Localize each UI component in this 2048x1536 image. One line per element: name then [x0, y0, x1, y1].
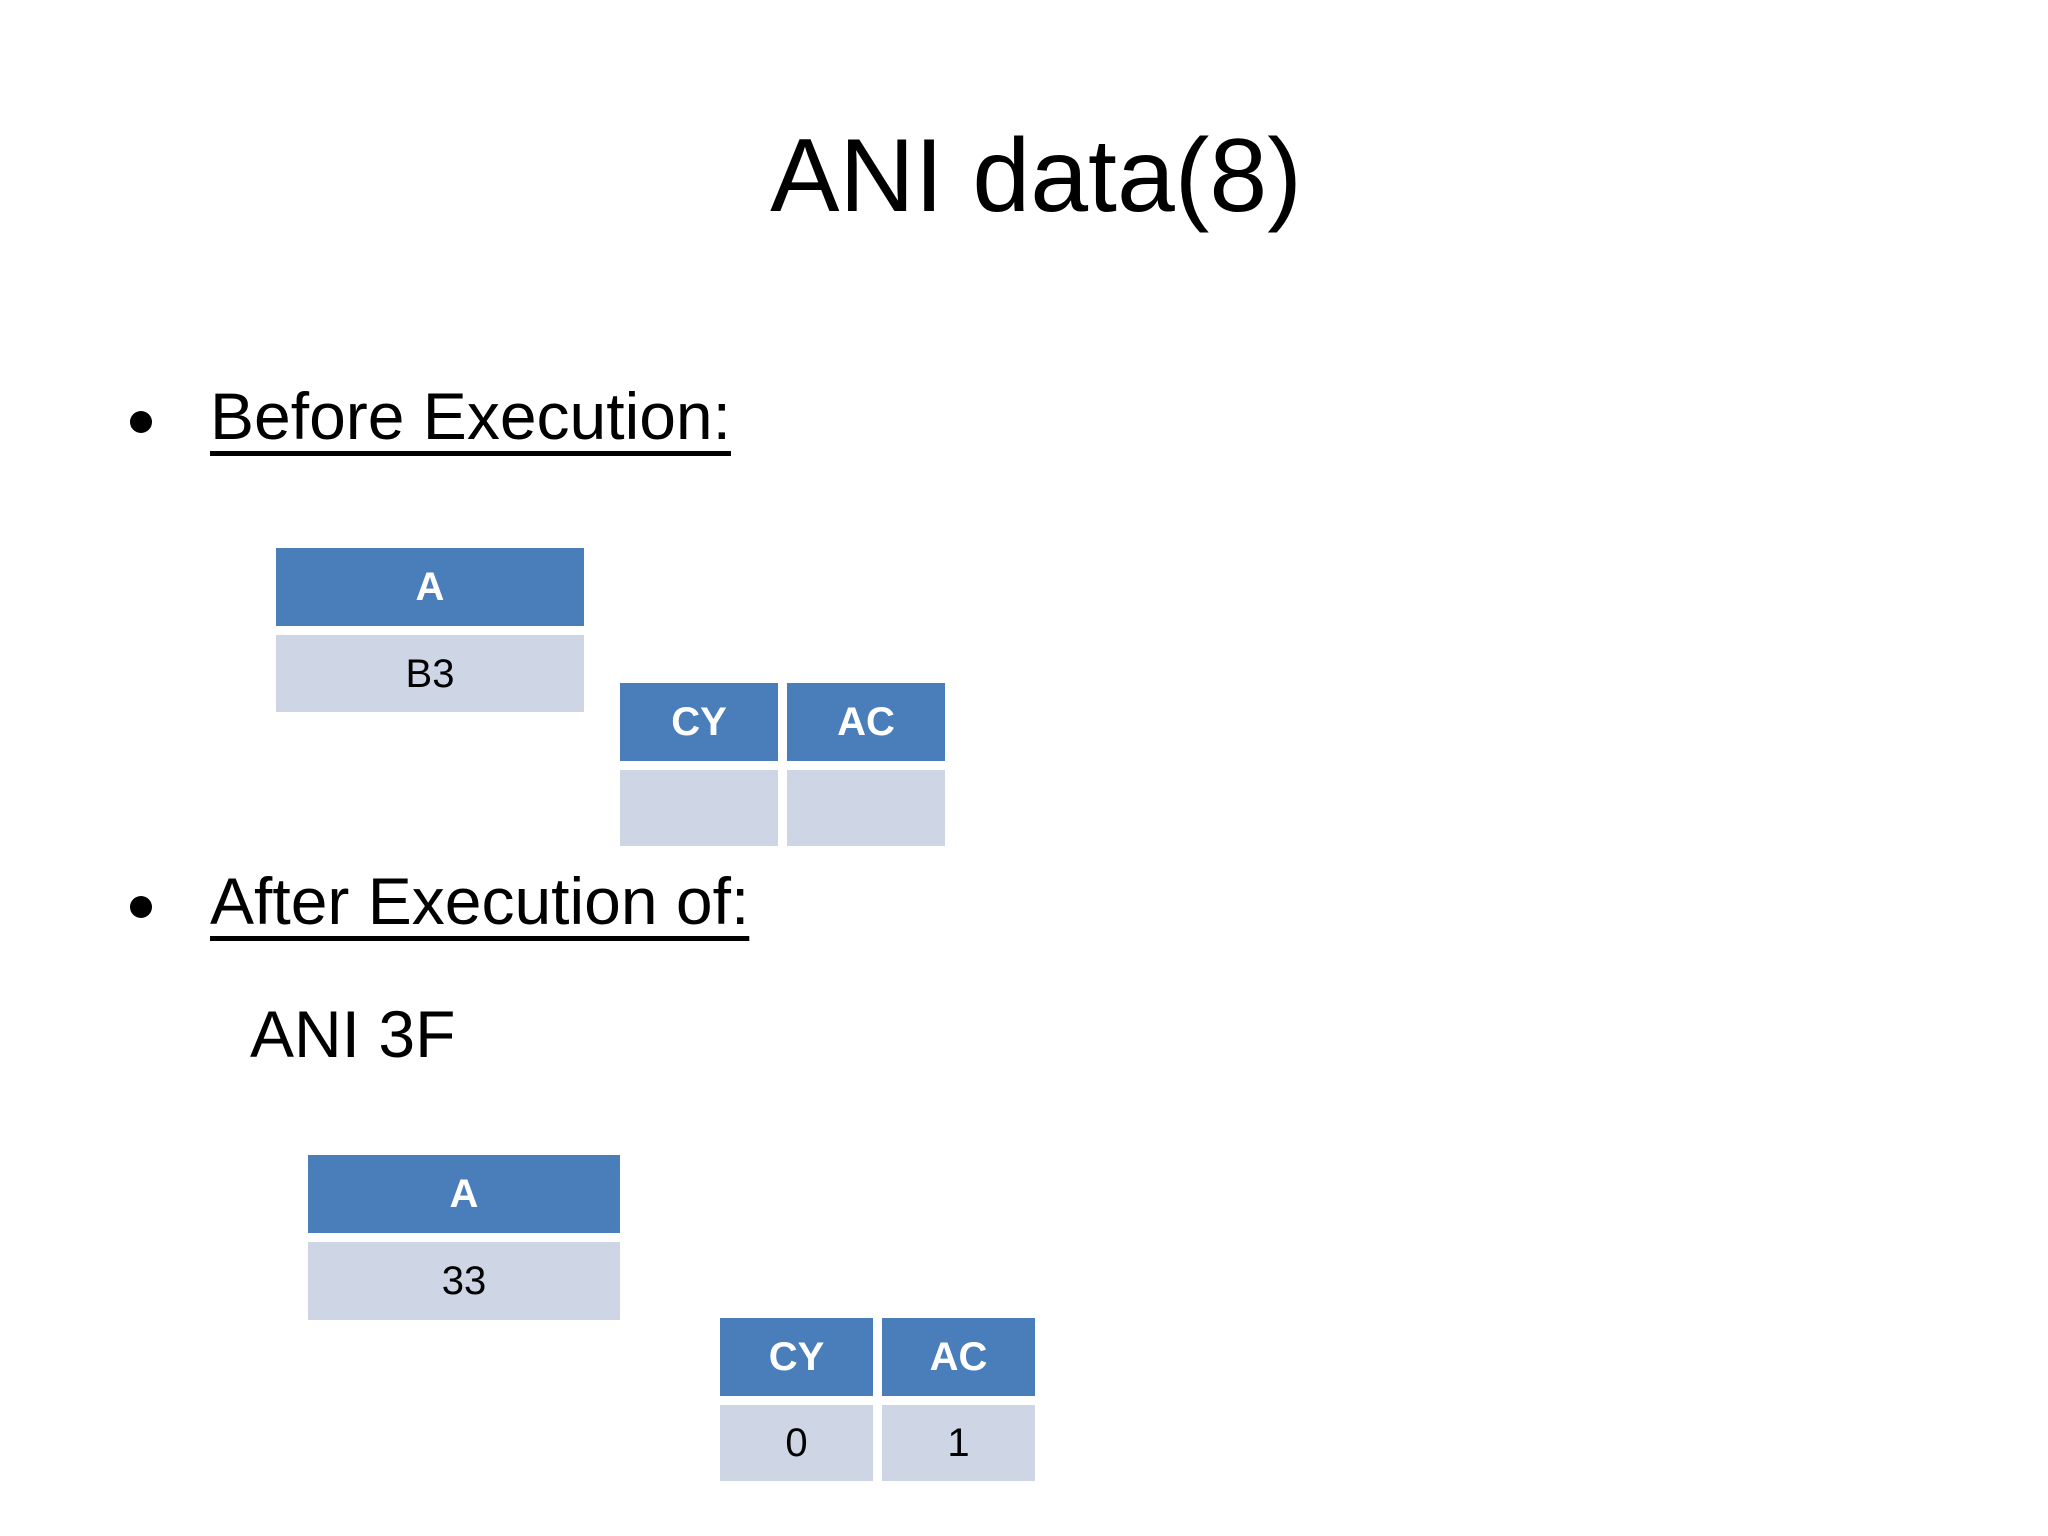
heading-before-execution: Before Execution:	[210, 379, 731, 453]
instruction-text: ANI 3F	[250, 997, 456, 1071]
cell-value-cy: 0	[720, 1405, 873, 1481]
cell-value-a: B3	[276, 635, 584, 712]
row-gap	[720, 1396, 1035, 1405]
bullet-before-execution: Before Execution:	[130, 378, 731, 456]
table-row	[620, 770, 945, 846]
cell-value-ac	[787, 770, 945, 846]
cell-header-cy: CY	[720, 1318, 873, 1396]
cell-header-ac: AC	[882, 1318, 1035, 1396]
slide-title: ANI data(8)	[0, 118, 2048, 234]
table-row: 0 1	[720, 1405, 1035, 1481]
bullet-after-execution: After Execution of:	[130, 863, 749, 941]
cell-value-cy	[620, 770, 778, 846]
heading-after-execution: After Execution of:	[210, 864, 750, 938]
bullet-dot-icon	[130, 896, 152, 918]
slide-title-text: ANI data(8)	[770, 118, 1302, 234]
col-gap	[873, 1405, 882, 1481]
table-flags-after: CY AC 0 1	[720, 1318, 1035, 1481]
row-gap	[276, 626, 584, 635]
cell-header-a: A	[308, 1155, 620, 1233]
table-row: CY AC	[620, 683, 945, 761]
cell-header-cy: CY	[620, 683, 778, 761]
table-flags-before: CY AC	[620, 683, 945, 846]
col-gap	[778, 770, 787, 846]
table-row: CY AC	[720, 1318, 1035, 1396]
cell-value-a: 33	[308, 1242, 620, 1320]
table-row: 33	[308, 1242, 620, 1320]
table-row: A	[308, 1155, 620, 1233]
row-gap	[308, 1233, 620, 1242]
table-row: B3	[276, 635, 584, 712]
cell-value-ac: 1	[882, 1405, 1035, 1481]
table-row: A	[276, 548, 584, 626]
col-gap	[778, 683, 787, 761]
table-accumulator-before: A B3	[276, 548, 584, 712]
col-gap	[873, 1318, 882, 1396]
cell-header-a: A	[276, 548, 584, 626]
cell-header-ac: AC	[787, 683, 945, 761]
row-gap	[620, 761, 945, 770]
table-accumulator-after: A 33	[308, 1155, 620, 1320]
bullet-dot-icon	[130, 411, 152, 433]
